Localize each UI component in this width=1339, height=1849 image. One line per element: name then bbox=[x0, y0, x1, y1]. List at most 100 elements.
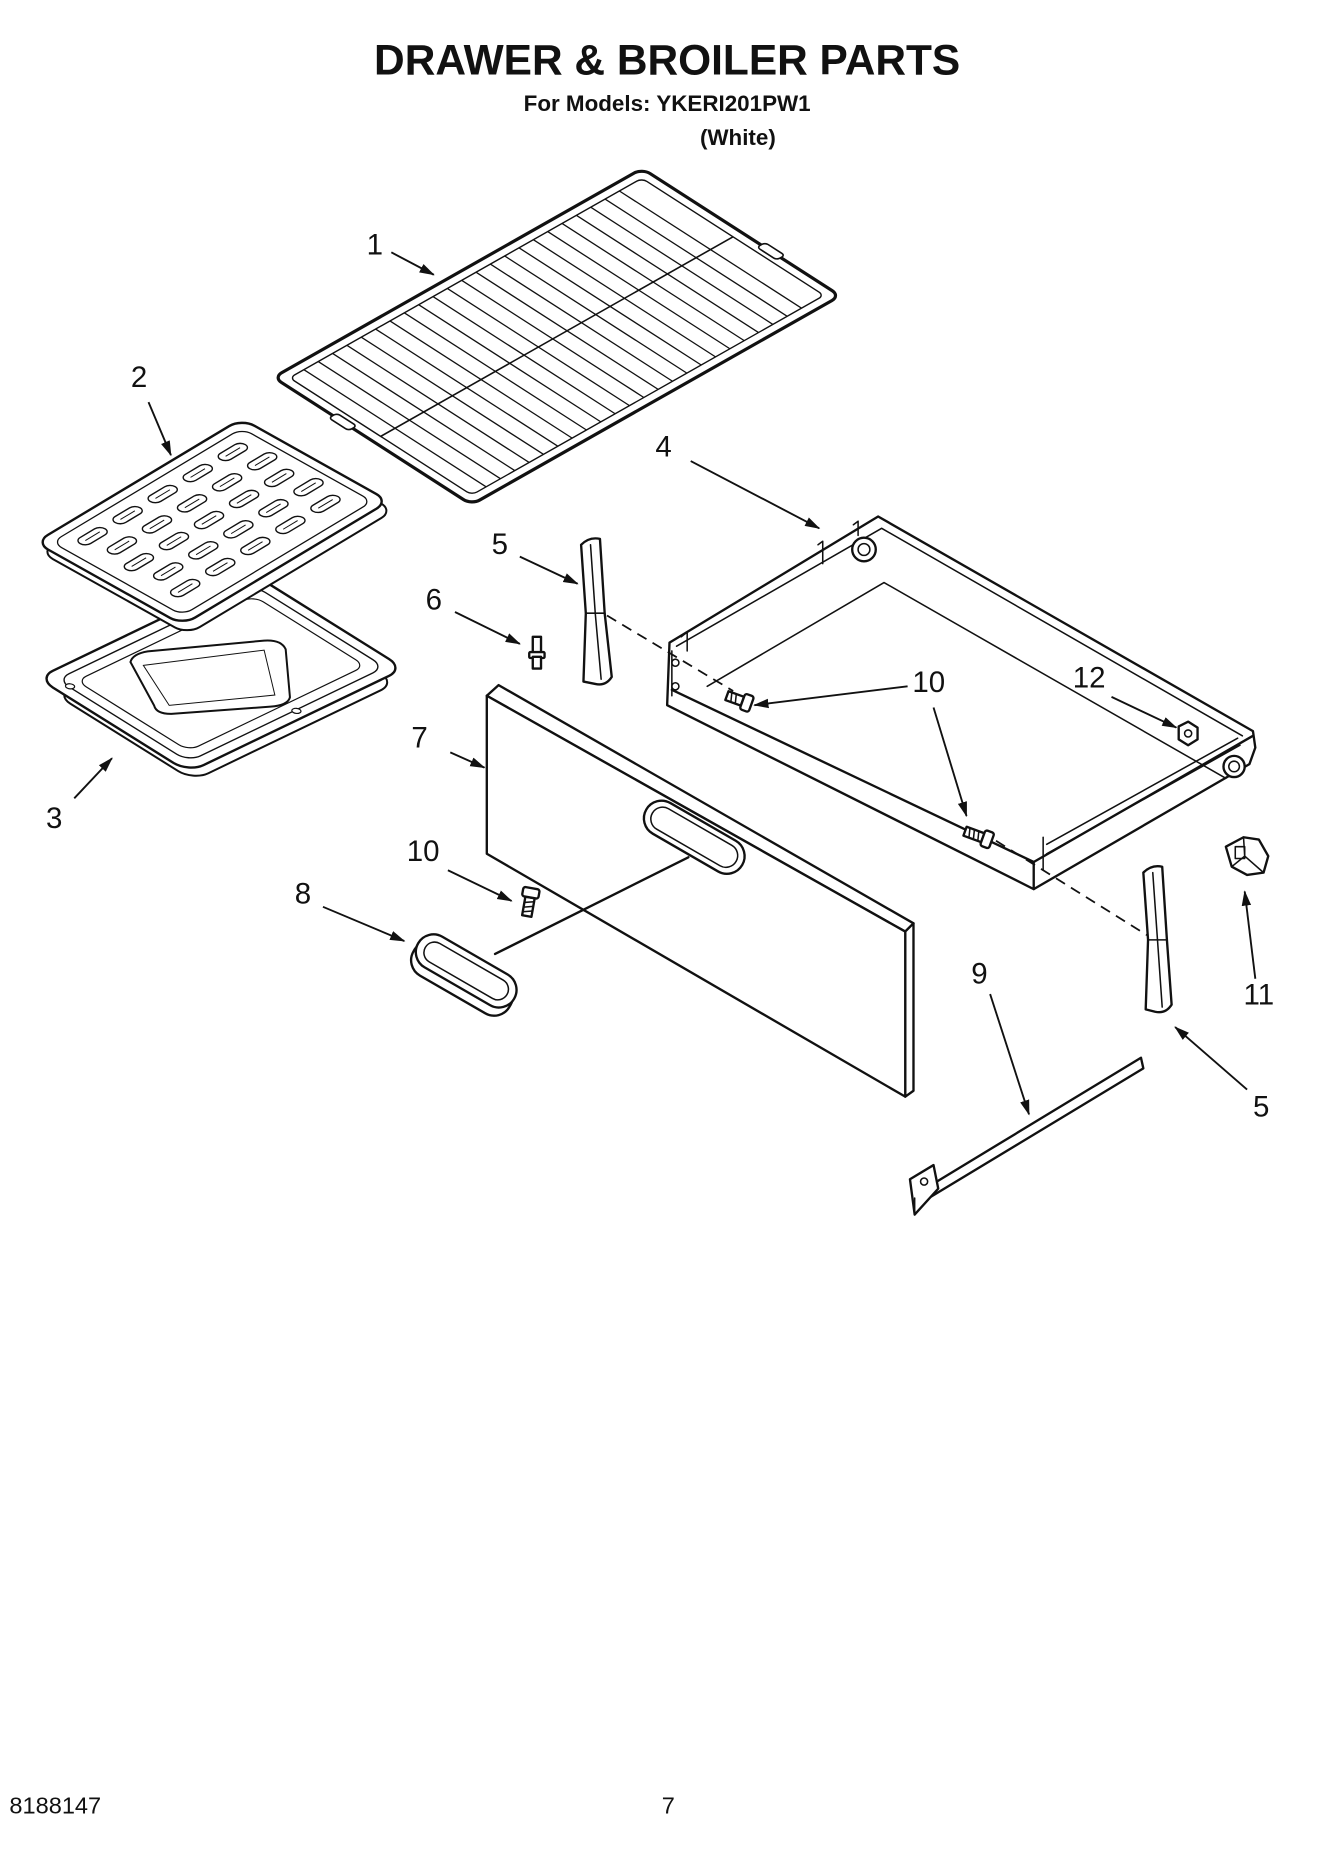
screw-part-10-b bbox=[962, 825, 995, 850]
callout-label: 8 bbox=[295, 877, 311, 910]
screw-thread bbox=[968, 827, 980, 842]
grid-slot-inner bbox=[283, 521, 297, 530]
grid-slot-inner bbox=[226, 448, 240, 457]
assembly-line bbox=[995, 840, 1148, 936]
nut-bore bbox=[1183, 729, 1193, 738]
leader-10-a bbox=[753, 685, 908, 709]
grid-slot-inner bbox=[132, 558, 146, 567]
pan-hole bbox=[290, 707, 303, 714]
bracket-body bbox=[579, 537, 613, 686]
drawer-box-flange bbox=[1045, 737, 1241, 855]
grid-slot-inner bbox=[161, 567, 175, 576]
handle-slot bbox=[642, 799, 746, 875]
grid-slot-inner bbox=[185, 499, 199, 508]
handle-front bbox=[414, 933, 518, 1009]
nut-part-12 bbox=[1177, 720, 1199, 747]
callout-label: 10 bbox=[912, 666, 945, 699]
grid-slot-inner bbox=[255, 457, 269, 466]
page-number: 7 bbox=[662, 1793, 675, 1819]
callout-label: 4 bbox=[655, 430, 671, 463]
slide-bracket-part-5-right bbox=[1142, 865, 1173, 1014]
grid-slot-inner bbox=[266, 504, 280, 513]
handle-part-8 bbox=[409, 933, 518, 1017]
leader-6 bbox=[454, 611, 521, 645]
leader-4 bbox=[690, 460, 821, 530]
rack-center-bar bbox=[381, 237, 733, 437]
pan-raised-center bbox=[98, 611, 337, 741]
broiler-grid-part-2 bbox=[35, 419, 393, 635]
handle-grip bbox=[423, 941, 510, 1001]
callout-label: 11 bbox=[1244, 979, 1275, 1012]
grid-slot-inner bbox=[248, 542, 262, 551]
grid-slot-inner bbox=[237, 495, 251, 504]
leader-3 bbox=[73, 757, 113, 799]
document-number: 8188147 bbox=[9, 1793, 101, 1819]
leader-10-b bbox=[932, 707, 968, 818]
rail-bracket bbox=[908, 1163, 940, 1216]
leader-9 bbox=[989, 993, 1030, 1116]
slide-bracket-part-5-left bbox=[579, 537, 613, 686]
rack-part-1 bbox=[269, 166, 844, 507]
stud-part-6 bbox=[528, 635, 546, 670]
callout-label: 5 bbox=[1253, 1091, 1269, 1124]
grid-slot-inner bbox=[231, 525, 245, 534]
grid-slot-inner bbox=[85, 532, 99, 541]
callout-label: 7 bbox=[411, 722, 427, 755]
leader-11 bbox=[1241, 890, 1257, 979]
clip-window bbox=[1234, 845, 1246, 860]
grid-slot-inner bbox=[220, 478, 234, 487]
grid-slot-inner bbox=[115, 541, 129, 550]
drawer-box-hole-inner bbox=[857, 542, 871, 557]
rail-part-9 bbox=[908, 1056, 1145, 1216]
drawer-box-floor-edge bbox=[706, 581, 1227, 780]
leader-8 bbox=[322, 905, 406, 942]
callout-label: 10 bbox=[407, 835, 440, 868]
grid-slot-inner bbox=[213, 563, 227, 572]
color-line: (White) bbox=[700, 125, 776, 150]
callout-label: 2 bbox=[131, 361, 147, 394]
panel-side-edge bbox=[904, 922, 915, 1098]
grid-slot-inner bbox=[150, 520, 164, 529]
grid-slot-inner bbox=[178, 584, 192, 593]
grid-slot-inner bbox=[196, 546, 210, 555]
rack-tab bbox=[757, 243, 785, 260]
drawer-box-back-rim bbox=[675, 527, 1244, 737]
grid-slot-inner bbox=[318, 500, 332, 509]
leader-5-left bbox=[519, 555, 579, 585]
callout-label: 3 bbox=[46, 802, 62, 835]
pan-rim-inner bbox=[57, 585, 385, 762]
screw-thread bbox=[730, 691, 738, 705]
drawer-box-tab bbox=[680, 631, 688, 652]
broiler-pan-part-3 bbox=[38, 574, 405, 780]
callout-label: 6 bbox=[426, 584, 442, 617]
callout-label: 5 bbox=[492, 528, 508, 561]
screw-head bbox=[521, 885, 541, 900]
rack-tab bbox=[329, 413, 357, 430]
screw-part-10-a bbox=[724, 689, 755, 713]
clip-part-11 bbox=[1224, 836, 1270, 877]
pan-hole bbox=[64, 683, 77, 690]
page-title: DRAWER & BROILER PARTS bbox=[374, 36, 960, 83]
grid-slot-inner bbox=[155, 490, 169, 499]
grid-slot-inner bbox=[272, 474, 286, 483]
screw-head bbox=[739, 692, 755, 713]
leader-10-c bbox=[447, 869, 513, 902]
panel-face bbox=[485, 694, 907, 1098]
drawer-box-hole bbox=[1222, 754, 1246, 779]
grid-slot-inner bbox=[191, 469, 205, 478]
leader-5-right bbox=[1174, 1026, 1248, 1091]
leader-2 bbox=[147, 401, 172, 457]
screw-thread bbox=[521, 900, 535, 913]
grid-rim-inner bbox=[52, 428, 372, 615]
stud-bottom bbox=[531, 655, 543, 670]
drawer-front-part-7 bbox=[485, 683, 915, 1098]
assembly-line bbox=[606, 614, 734, 692]
callout-label: 9 bbox=[971, 957, 987, 990]
drawer-box-hole bbox=[851, 536, 877, 563]
clip-body bbox=[1224, 836, 1270, 877]
drawer-box-hole-inner bbox=[1228, 760, 1241, 773]
pan-well bbox=[77, 596, 366, 751]
drawer-box-rivet bbox=[671, 681, 680, 691]
drawer-box-rivet bbox=[671, 658, 680, 668]
pan-raised-center-inner bbox=[122, 626, 310, 728]
